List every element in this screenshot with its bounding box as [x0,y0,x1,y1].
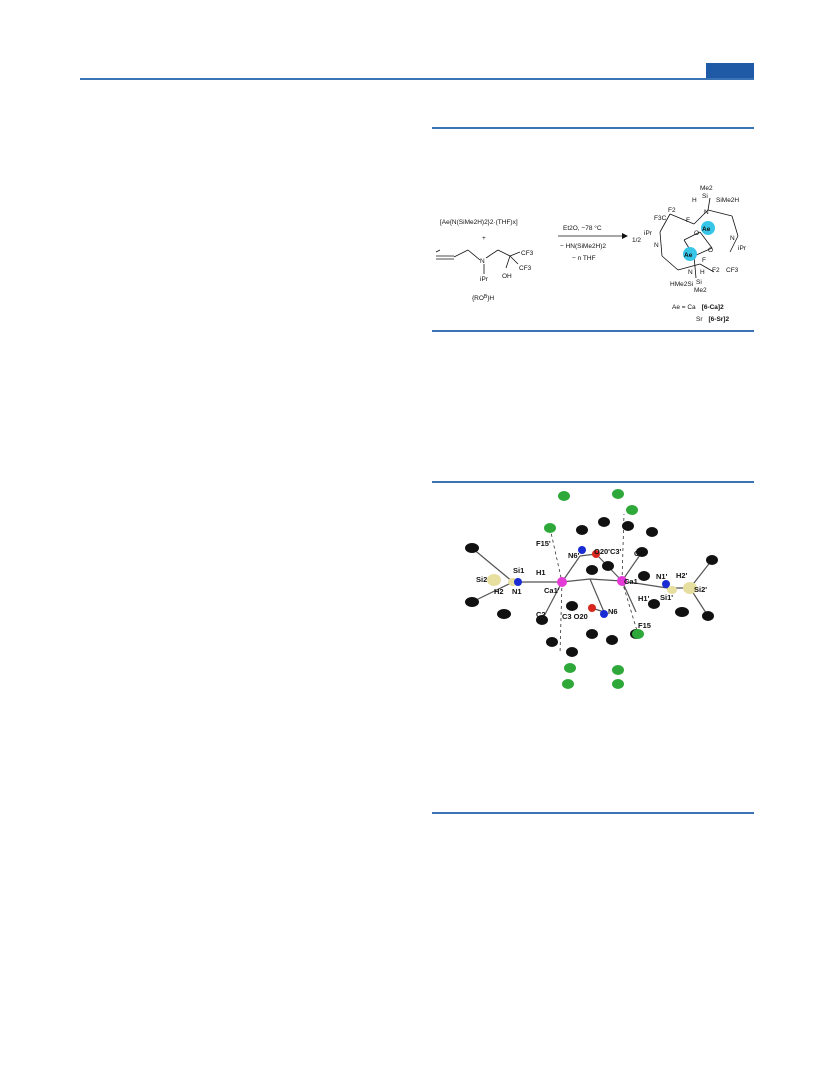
condition-3: − n THF [572,255,596,262]
product-sime2h: SiMe2H [716,197,739,204]
label-c3-o20: C3 O20 [562,612,588,621]
reaction-scheme: [Ae{N(SiMe2H)2}2·(THF)x] + N iPr CF3 CF3… [435,185,747,323]
product-f3c: F3C [654,215,667,222]
label-si2p: Si2' [694,585,707,594]
product-me2-top: Me2 [700,185,713,192]
ae-atom-top [701,221,715,235]
ligand-oh: OH [502,273,512,280]
label-ca1p: Ca1' [544,586,560,595]
product-n-left: N [654,242,659,249]
ligand-cf3-b: CF3 [519,265,532,272]
figure-bottom-rule [432,812,754,814]
label-h1: H1 [536,568,546,577]
label-f15: F15 [638,621,651,630]
ligand-ipr: iPr [480,276,489,283]
ae-label-top: Ae [702,226,711,233]
hetero-atoms [487,546,697,618]
product-ipr-left: iPr [644,230,653,237]
label-si2: Si2 [476,575,487,584]
stoich-half: 1/2 [632,237,641,244]
ae-label-bottom: Ae [684,252,693,259]
product-n-right: N [730,235,735,242]
product-h-bottom: H [700,269,705,276]
arrow-head [622,233,628,239]
product-f2-top: F2 [668,207,676,214]
product-cf3: CF3 [726,267,739,274]
header-tab [706,63,754,79]
product-si-top: Si [702,193,708,200]
fluorine-atoms [544,489,644,689]
product-n-bottom: N [688,269,693,276]
condition-1: Et2O, −78 °C [563,224,602,232]
label-h1p: H1' [638,594,650,603]
ligand-n: N [480,258,485,265]
label-c2p: C2' [634,549,646,558]
label-c2: C2 [536,610,546,619]
product-o-top: O [694,230,699,237]
ligand-structure [435,249,521,274]
product-si-bottom: Si [696,279,702,286]
scheme-bottom-rule [432,330,754,332]
product-f-top: F [686,217,690,224]
product-o-bottom: O [708,247,713,254]
label-si1p: Si1' [660,593,673,602]
reagent-text: [Ae{N(SiMe2H)2}2·(THF)x] [440,219,518,226]
label-n1: N1 [512,587,522,596]
label-ca1: Ca1 [624,577,638,586]
label-n6p: N6' [568,551,580,560]
label-o20c3p: O20'C3' [594,547,622,556]
plus-sign: + [482,235,486,242]
product-f-bottom: F [702,257,706,264]
ligand-cf3-a: CF3 [521,250,534,257]
condition-2: − HN(SiMe2H)2 [560,243,606,250]
product-me2-bottom: Me2 [694,287,707,294]
crystal-structure-figure: F15' N6' O20'C3' C2' Si2 Si1 H1 H2 N1 Ca… [465,489,718,689]
scheme-top-rule [432,127,754,129]
figure-top-rule [432,481,754,483]
label-h2p: H2' [676,571,688,580]
product-hme2si: HMe2Si [670,281,693,288]
product-h-top: H [692,197,697,204]
label-h2: H2 [494,587,504,596]
label-si1: Si1 [513,566,524,575]
label-n1p: N1' [656,572,668,581]
product-n-top: N [704,209,709,216]
label-f15p: F15' [536,539,551,548]
ae-atom-bottom [683,247,697,261]
label-n6: N6 [608,607,618,616]
legend-line-1: Ae = Ca[6-Ca]2 [672,304,724,311]
header-rule [80,78,754,80]
legend-line-2: Sr[6-Sr]2 [696,316,729,323]
product-ipr-right: iPr [738,245,747,252]
ligand-label: {ROB}H [472,294,494,302]
product-f2-bottom: F2 [712,267,720,274]
